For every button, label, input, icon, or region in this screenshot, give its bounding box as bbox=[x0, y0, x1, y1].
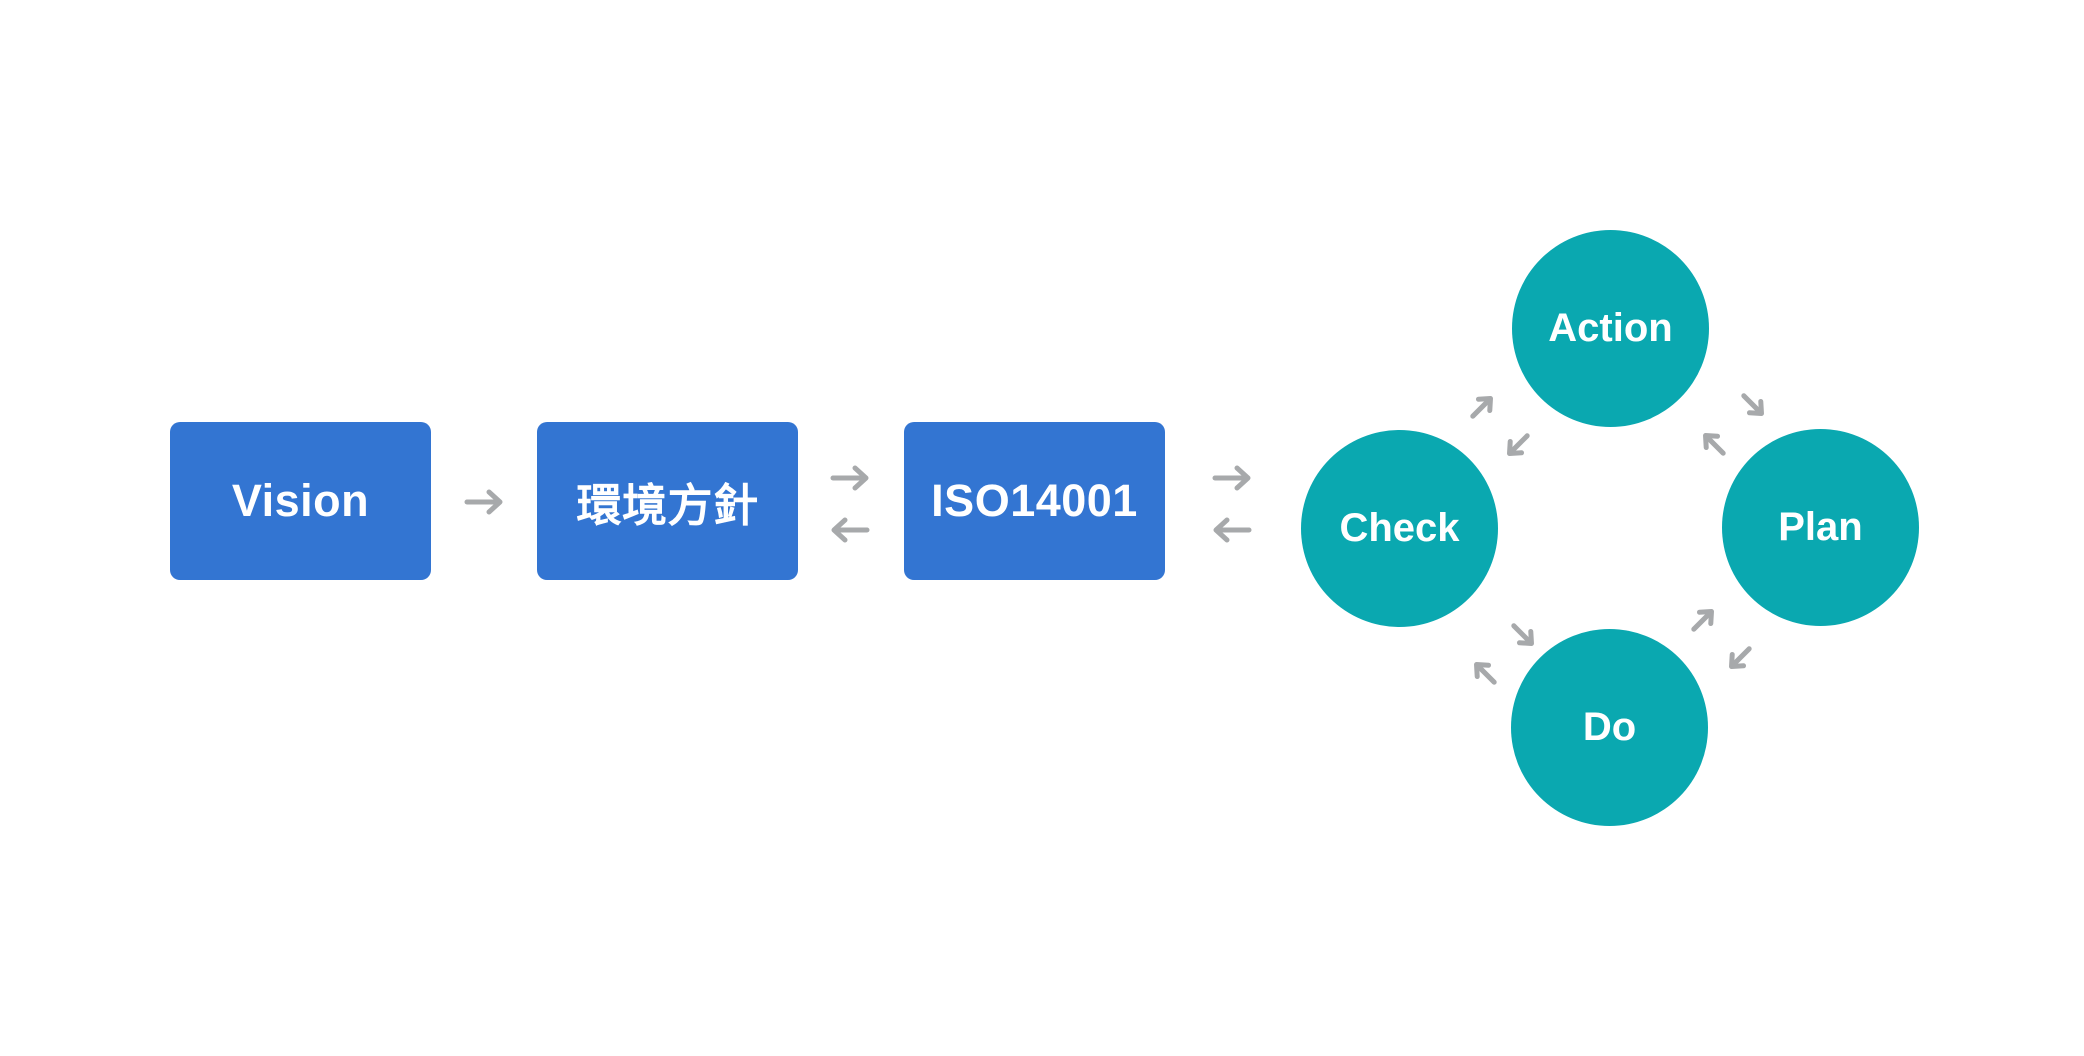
arrow-down-left-icon bbox=[1507, 433, 1530, 456]
flow-box-iso14001: ISO14001 bbox=[904, 422, 1165, 580]
flow-box-environment-policy-label: 環境方針 bbox=[576, 479, 759, 531]
flow-box-iso14001-label: ISO14001 bbox=[931, 475, 1138, 526]
arrow-right-icon bbox=[1212, 465, 1251, 491]
flow-box-vision: Vision bbox=[170, 422, 431, 580]
flow-box-environment-policy: 環境方針 bbox=[537, 422, 798, 580]
arrow-down-left-icon bbox=[1729, 646, 1752, 669]
pdca-circle-action-label: Action bbox=[1548, 306, 1673, 350]
arrow-right-icon bbox=[464, 489, 503, 515]
arrow-down-right-icon bbox=[1741, 393, 1764, 416]
arrow-up-left-icon bbox=[1474, 662, 1497, 685]
arrow-left-icon bbox=[1213, 517, 1252, 543]
pdca-circle-check: Check bbox=[1301, 430, 1498, 627]
arrow-up-right-icon bbox=[1691, 609, 1714, 632]
pdca-circle-do: Do bbox=[1511, 629, 1708, 826]
arrow-up-left-icon bbox=[1703, 433, 1726, 456]
arrow-down-right-icon bbox=[1511, 623, 1534, 646]
flow-box-vision-label: Vision bbox=[231, 475, 370, 526]
arrow-left-icon bbox=[831, 517, 870, 543]
pdca-circle-plan: Plan bbox=[1722, 429, 1919, 626]
arrow-right-icon bbox=[830, 465, 869, 491]
pdca-circle-check-label: Check bbox=[1339, 506, 1460, 550]
pdca-circle-plan-label: Plan bbox=[1778, 505, 1863, 549]
pdca-circle-action: Action bbox=[1512, 230, 1709, 427]
pdca-circle-do-label: Do bbox=[1582, 705, 1637, 749]
arrow-up-right-icon bbox=[1470, 396, 1493, 419]
